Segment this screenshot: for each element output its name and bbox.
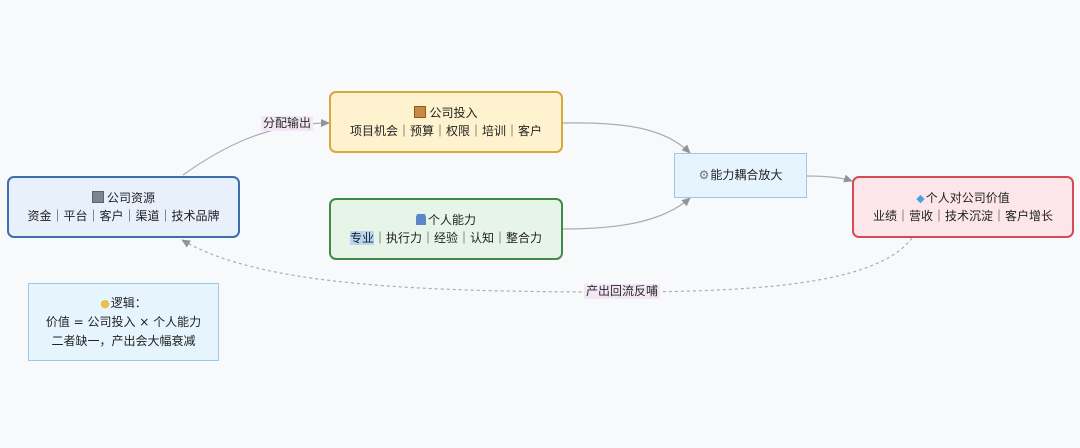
node-company-input-title-text: 公司投入	[429, 105, 478, 120]
node-ability-amplify[interactable]: ⚙能力耦合放大	[674, 153, 807, 198]
node-company-resources[interactable]: 公司资源 资金｜平台｜客户｜渠道｜技术品牌	[7, 176, 240, 238]
node-logic-line3: 二者缺一，产出会大幅衰减	[51, 333, 196, 348]
edge-amplify-to-value	[806, 174, 853, 183]
node-personal-ability[interactable]: 个人能力 专业｜执行力｜经验｜认知｜整合力	[329, 198, 563, 260]
package-icon	[414, 105, 427, 118]
node-personal-ability-title-text: 个人能力	[427, 212, 476, 227]
node-personal-ability-sub: 专业｜执行力｜经验｜认知｜整合力	[349, 230, 543, 247]
node-company-input-sub: 项目机会｜预算｜权限｜培训｜客户	[349, 123, 542, 138]
node-company-resources-sub: 资金｜平台｜客户｜渠道｜技术品牌	[27, 208, 220, 223]
node-personal-value-title: ◆个人对公司价值	[916, 190, 1009, 207]
node-logic-line2: 价值 = 公司投入 × 个人能力	[45, 314, 202, 329]
node-company-input-title: 公司投入	[414, 105, 478, 122]
node-logic-note[interactable]: ●逻辑： 价值 = 公司投入 × 个人能力 二者缺一，产出会大幅衰减	[28, 283, 219, 361]
node-company-resources-title: 公司资源	[91, 190, 155, 207]
node-ability-amplify-title: ⚙能力耦合放大	[699, 167, 783, 184]
node-logic-line1-text: 逻辑：	[110, 295, 147, 310]
edge-company-to-amplify	[562, 122, 691, 154]
server-icon	[91, 190, 104, 203]
node-personal-value-sub: 业绩｜营收｜技术沉淀｜客户增长	[872, 208, 1053, 223]
node-personal-ability-title: 个人能力	[415, 212, 476, 229]
edge-label-feedback: 产出回流反哺	[584, 284, 661, 299]
highlighted-text: 专业	[349, 230, 374, 245]
node-personal-ability-sub-rest: ｜执行力｜经验｜认知｜整合力	[374, 230, 543, 245]
gem-icon: ◆	[916, 191, 925, 205]
node-company-input[interactable]: 公司投入 项目机会｜预算｜权限｜培训｜客户	[329, 91, 563, 153]
node-company-resources-title-text: 公司资源	[106, 190, 155, 205]
node-logic-line1: ●逻辑：	[100, 294, 147, 313]
lightbulb-icon: ●	[100, 296, 110, 310]
gear-icon: ⚙	[698, 168, 710, 182]
node-personal-value[interactable]: ◆个人对公司价值 业绩｜营收｜技术沉淀｜客户增长	[852, 176, 1074, 238]
node-ability-amplify-title-text: 能力耦合放大	[710, 168, 783, 182]
person-icon	[415, 213, 426, 225]
node-personal-value-title-text: 个人对公司价值	[925, 190, 1010, 205]
edge-personal-to-amplify	[562, 197, 691, 230]
edge-label-distribute: 分配输出	[261, 116, 314, 131]
